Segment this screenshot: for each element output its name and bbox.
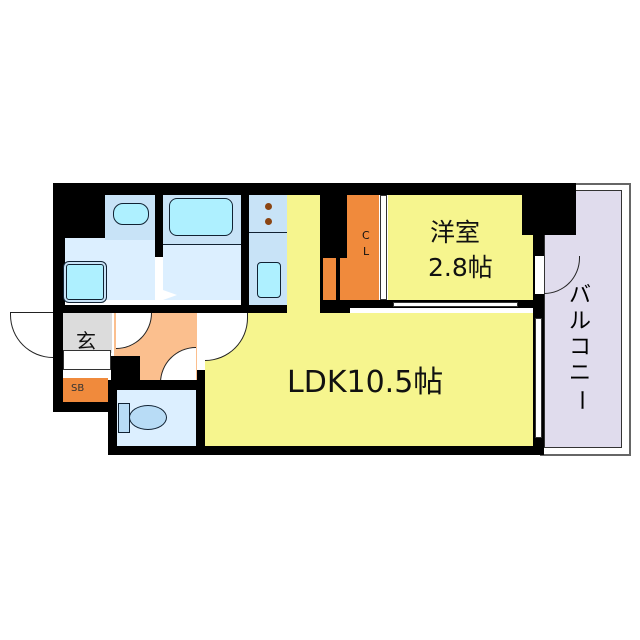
wall-bottom	[108, 446, 544, 455]
closet-lower	[340, 258, 379, 300]
bath-door-icon	[163, 290, 177, 300]
stove-top	[249, 195, 287, 233]
western-room	[388, 195, 533, 300]
balcony-door-gap	[535, 256, 544, 294]
closet-small	[323, 258, 336, 300]
shoebox-doors	[63, 350, 111, 370]
outer-wall-top	[53, 183, 576, 195]
western-room-label: 洋室	[430, 218, 481, 247]
ldk-label: LDK10.5帖	[287, 365, 444, 400]
closet-label-c: C	[362, 229, 370, 242]
entrance-door-arc	[10, 312, 53, 358]
kitchen-sink-icon	[257, 262, 281, 298]
washing-machine-icon	[66, 264, 104, 300]
western-sliding-door	[393, 302, 518, 307]
closet-door	[380, 195, 387, 300]
burner-icon	[265, 218, 272, 225]
wall-wet-bottom	[53, 305, 289, 313]
bathtub-icon	[169, 198, 233, 236]
wall-bath-kitchen	[241, 195, 249, 305]
corner-block-tl	[53, 183, 105, 238]
bath-door-gap	[155, 257, 163, 302]
wall-wash-bath	[155, 195, 163, 257]
ldk	[205, 313, 540, 446]
wall-entrance-left	[53, 311, 63, 411]
toilet-bowl-icon	[129, 405, 167, 430]
sink-icon	[113, 203, 149, 225]
closet-label-l: L	[363, 245, 370, 258]
balcony-label: バ ル コ ニ ー	[568, 283, 593, 411]
burner-icon	[265, 203, 272, 210]
entrance	[63, 313, 112, 353]
ldk-window	[535, 318, 542, 438]
western-room-size: 2.8帖	[428, 253, 493, 282]
corner-block-western	[522, 183, 576, 235]
wall-entrance-bottom	[53, 402, 111, 412]
shoebox-label: SB	[71, 383, 85, 394]
shoebox	[63, 378, 108, 402]
entrance-label: 玄	[76, 329, 96, 353]
ldk-upper-corridor	[287, 195, 320, 315]
